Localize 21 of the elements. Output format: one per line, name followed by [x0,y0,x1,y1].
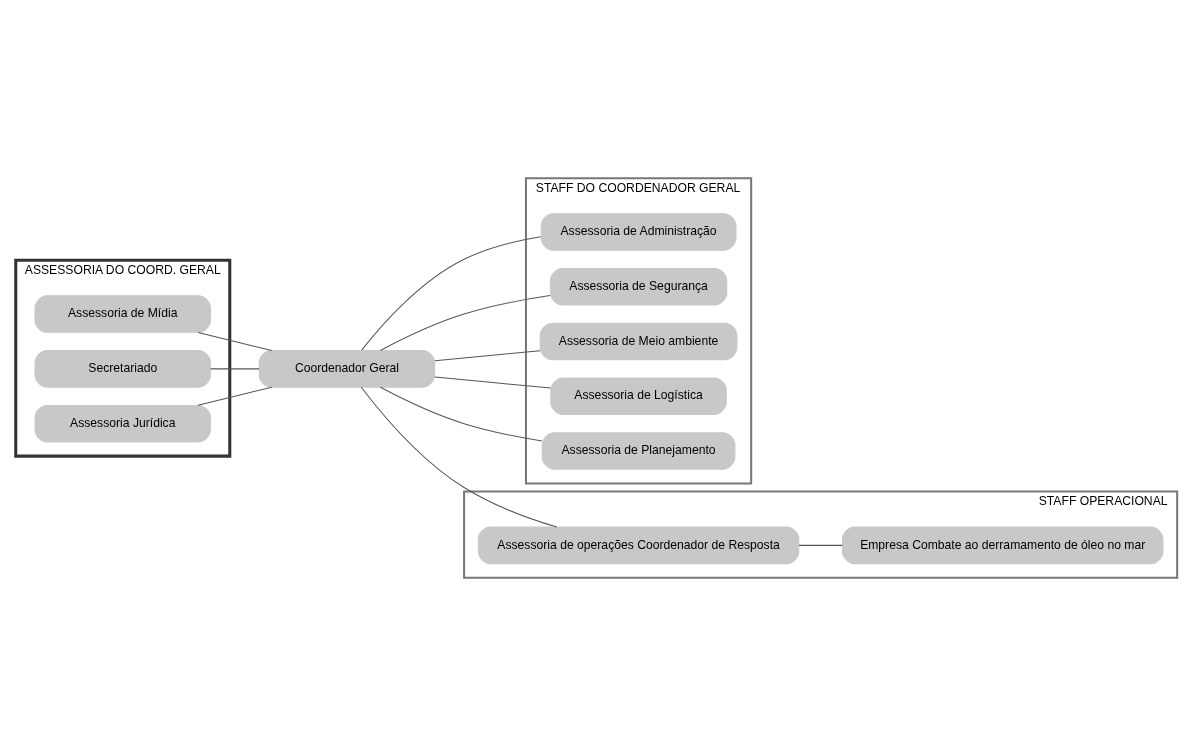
node-box: Assessoria de Segurança [549,267,728,305]
connector [197,331,273,351]
node-box: Assessoria de Logística [550,377,727,415]
node-box: Assessoria de Mídia [34,294,211,333]
connector [360,386,558,528]
node-box: Assessoria de Planejamento [541,431,736,470]
node-box: Empresa Combate ao derramamento de óleo no mar [841,526,1164,564]
connector [434,376,552,389]
node-box: Secretariado [34,349,211,388]
connector [210,367,260,369]
connector [380,386,543,441]
connector [380,294,551,351]
node-box: Coordenador Geral [258,349,436,388]
connector [197,386,273,406]
node-box: Assessoria de operações Coordenador de Resposta [477,526,800,564]
node-box: Assessoria Jurídica [34,404,211,442]
connector [798,544,843,546]
node-box: Assessoria de Administração [540,212,737,251]
connector [361,235,542,351]
connector [434,349,541,361]
node-box: Assessoria de Meio ambiente [539,322,738,360]
